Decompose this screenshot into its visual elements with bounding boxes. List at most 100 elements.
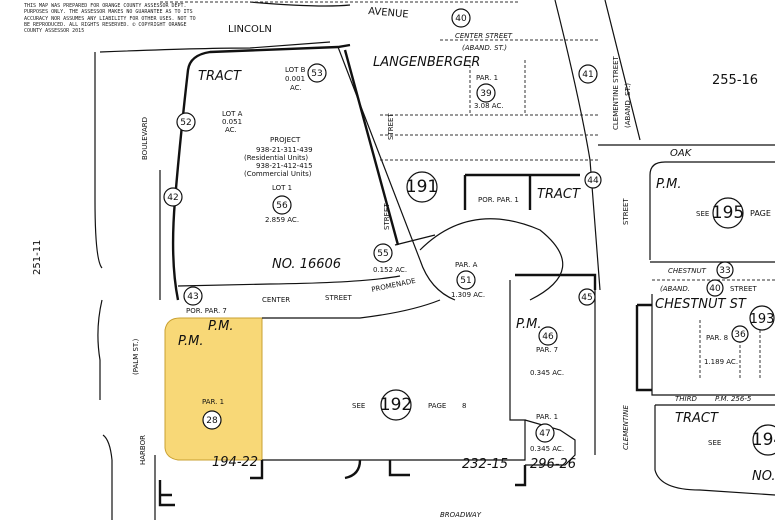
label-page-195: PAGE (750, 209, 771, 218)
label-par-7-ac: 0.345 AC. (530, 369, 564, 377)
label-par-8-ac: 1.189 AC. (704, 358, 738, 366)
parcel-circle (163, 187, 183, 207)
street-vertical-1: STREET (387, 113, 395, 140)
parcel-number: 195 (712, 203, 744, 223)
street-vertical-2: STREET (383, 203, 391, 230)
parcel-circle (451, 8, 471, 28)
street-center-aband-note: (ABAND. ST.) (462, 44, 507, 52)
parcel-number: 46 (542, 332, 554, 342)
parcel-number: 191 (406, 177, 438, 197)
label-page-192-num: 8 (462, 402, 466, 410)
parcel-number: 44 (587, 176, 599, 186)
parcel-number: 41 (582, 70, 593, 80)
label-pm-oak: P.M. (656, 177, 682, 192)
parcel-circle (456, 270, 476, 290)
street-chestnut-stree: STREET (730, 285, 757, 293)
label-see-192: SEE (352, 402, 365, 410)
parcel-circle (706, 279, 724, 297)
street-harbor: HARBOR (139, 435, 147, 465)
parcel-number: 40 (709, 284, 721, 294)
street-labels: LINCOLN AVENUE BOULEVARD HARBOR (PALM ST… (132, 6, 757, 519)
parcel-number: 56 (276, 201, 288, 211)
parcel-circle (406, 171, 438, 203)
street-palm: (PALM ST.) (132, 338, 140, 375)
parcel-number: 45 (581, 293, 592, 303)
label-lot-b-ac2: AC. (290, 84, 302, 92)
parcel-circle (578, 288, 596, 306)
label-ac-55: 0.152 AC. (373, 266, 407, 274)
road-lines (94, 0, 775, 520)
label-see-194: SEE (708, 439, 721, 447)
label-par-47-ac: 0.345 AC. (530, 445, 564, 453)
parcel-circle (476, 83, 496, 103)
label-tract-1: TRACT (198, 69, 242, 84)
parcel-circle (183, 286, 203, 306)
street-third: THIRD (675, 395, 697, 403)
street-center-aband: CENTER STREET (455, 32, 513, 40)
parcel-circle (584, 171, 602, 189)
label-see-195: SEE (696, 210, 709, 218)
copyright-disclaimer: THIS MAP WAS PREPARED FOR ORANGE COUNTY … (24, 3, 196, 35)
label-par-a-ac: 1.309 AC. (451, 291, 485, 299)
label-com-units: (Commercial Units) (244, 170, 312, 178)
parcel-circle (373, 243, 393, 263)
parcel-circle (752, 424, 775, 456)
label-por-par-1: POR. PAR. 1 (478, 196, 519, 204)
page-ref-194-22: 194-22 (212, 455, 258, 470)
parcel-circle (749, 305, 775, 331)
label-lot-1-ac: 2.859 AC. (265, 216, 299, 224)
label-lot-a-ac2: AC. (225, 126, 237, 134)
street-chestnut: CHESTNUT (668, 267, 707, 275)
street-broadway: BROADWAY (440, 511, 482, 519)
label-par-7: PAR. 7 (536, 346, 558, 354)
street-chestnut-st: CHESTNUT ST (655, 297, 747, 312)
label-tract-2: TRACT (537, 187, 581, 202)
street-center: CENTER (262, 296, 290, 304)
parcel-circle (380, 389, 412, 421)
page-ref-296-26: 296-26 (530, 457, 576, 472)
label-par-47: PAR. 1 (536, 413, 558, 421)
street-oak: OAK (670, 148, 693, 159)
parcel-number: 43 (187, 292, 198, 302)
label-tract-3: TRACT (675, 411, 719, 426)
street-center-street: STREET (325, 294, 352, 302)
label-pm-46: P.M. (516, 317, 542, 332)
label-lot-a-ac: 0.051 (222, 118, 242, 126)
label-par-28: PAR. 1 (202, 398, 224, 406)
parcel-number: 42 (167, 193, 178, 203)
page-ref-232-15: 232-15 (462, 457, 508, 472)
parcel-number: 36 (734, 330, 746, 340)
street-lincoln: LINCOLN (228, 24, 272, 35)
parcel-number: 194 (752, 430, 775, 450)
label-par-1-39: PAR. 1 (476, 74, 498, 82)
street-boulevard: BOULEVARD (141, 117, 149, 160)
parcel-circle (731, 325, 749, 343)
page-ref-255-16: 255-16 (712, 73, 758, 88)
label-lot-1: LOT 1 (272, 184, 292, 192)
parcel-number: 51 (460, 276, 471, 286)
label-par-8: PAR. 8 (706, 334, 728, 342)
label-langenberger: LANGENBERGER (373, 55, 480, 70)
page-ref-251-11: 251-11 (32, 240, 43, 275)
parcel-number: 47 (539, 429, 550, 439)
parcel-circle (176, 112, 196, 132)
parcel-circle (202, 410, 222, 430)
label-no-bottom: NO. (752, 469, 775, 484)
street-clementine-bottom: CLEMENTINE (622, 405, 630, 450)
parcel-number: 193 (750, 312, 775, 327)
label-pm-43: P.M. (208, 319, 234, 334)
street-clementine-top: CLEMENTINE STREET (612, 55, 620, 130)
label-page-192: PAGE (428, 402, 446, 410)
label-por-par-7: POR. PAR. 7 (186, 307, 227, 315)
label-lot-a: LOT A (222, 110, 243, 118)
parcel-number: 52 (180, 118, 191, 128)
parcel-circle (538, 326, 558, 346)
parcel-number: 39 (480, 89, 492, 99)
parcel-number: 53 (311, 69, 322, 79)
label-res-units: (Residential Units) (244, 154, 308, 162)
label-par-1-39-ac: 3.08 AC. (474, 102, 504, 110)
parcel-number: 33 (719, 266, 730, 276)
parcel-number: 28 (206, 416, 218, 426)
